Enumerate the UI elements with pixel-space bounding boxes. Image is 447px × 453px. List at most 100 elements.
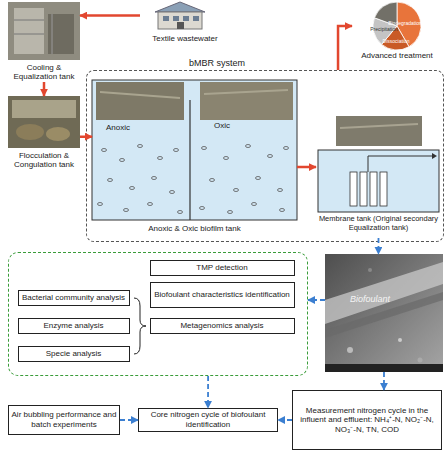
node-text: Advanced treatment [352,51,442,61]
cooling-tank-photo [48,14,74,54]
process-box: Air bubbling performance and batch exper… [8,405,120,435]
cooling-tank-photo [14,34,44,35]
process-box: Specie analysis [18,346,130,362]
node-text: Bacterial community analysis [22,293,125,303]
membrane-tank [370,172,377,206]
factory-icon [158,12,202,29]
factory-icon [177,22,184,29]
biofilm-tank [158,157,163,160]
biofilm-tank [200,207,205,210]
biofilm-tank [174,149,179,152]
sem-image [325,254,443,372]
membrane-tank [432,153,437,159]
biofilm-tank [200,82,293,120]
cooling-tank-photo [52,14,53,54]
membrane-tank [350,172,357,206]
image-node: Biofoulant [325,254,443,372]
biofilm-tank [210,179,215,182]
node-text: Biofoulant characteristics identificatio… [154,290,290,300]
cooling-tank-photo [8,2,80,60]
sem-image [325,364,443,372]
membrane-tank [380,172,387,206]
node-text: Biodegradation [383,20,427,26]
node-text: Anoxic & Oxic biofilm tank [92,224,297,234]
biofilm-tank [102,149,107,152]
analysis-bracket [134,298,146,354]
system-group: bMBR systemAnoxicOxicAnoxic & Oxic biofi… [86,70,444,242]
node-text: Biofoulant [335,294,405,305]
factory-icon [155,2,205,12]
biofilm-tank [98,145,289,214]
dashed-arrow [120,419,138,421]
sem-image [368,268,372,272]
factory-icon [173,16,179,21]
biofilm-tank [189,100,190,220]
biofilm-tank [280,209,285,212]
node-text: Specie analysis [46,349,102,359]
flow-arrow [43,82,46,96]
process-box: Core nitrogen cycle of biofoulant identi… [138,408,278,432]
node-text: Core nitrogen cycle of biofoulant identi… [141,410,275,429]
biofilm-tank [124,209,129,212]
factory-icon [193,16,199,21]
biofilm-tank [108,179,113,182]
biofilm-tank [246,145,251,148]
tank-node: Membrane tank (Original secondary Equali… [316,116,441,238]
biofilm-tank [138,145,143,148]
flow-arrow [338,26,352,70]
flocculation-tank-photo [16,124,44,140]
biofilm-tank [100,92,180,98]
dashed-arrow [207,376,209,408]
biofilm-tank [120,159,125,162]
cooling-tank-photo [8,2,80,60]
flocculation-tank-photo [46,127,70,141]
biofilm-tank [92,80,297,220]
biofilm-tank [152,177,157,180]
node-text: Enzyme analysis [43,321,103,331]
factory-icon [155,2,205,29]
node-text: Metagenomics analysis [180,321,263,331]
biofilm-tank [204,90,288,94]
node-text: Textile wastewater [152,34,217,44]
cooling-tank-photo [14,20,44,21]
dashed-arrow [308,299,325,301]
pie-node: PrecipitationBiodegradationDissociationA… [352,0,442,62]
flocculation-tank-photo [12,100,76,118]
flow-arrow [80,14,140,17]
node-text: Membrane tank (Original secondary Equali… [316,214,441,232]
biofilm-tank [252,203,257,206]
process-box: Biofoulant characteristics identificatio… [150,282,295,308]
process-box: Measurement nitrogen cycle in the influe… [292,390,442,450]
biofilm-tank [224,157,229,160]
biofilm-tank [228,211,233,214]
factory-icon [163,16,169,21]
tank-node: AnoxicOxicAnoxic & Oxic biofilm tank [92,78,297,240]
process-box: Enzyme analysis [18,318,130,334]
biofilm-tank [130,187,135,190]
membrane-tank [368,156,432,172]
factory-icon [183,16,189,21]
process-box: TMP detection [150,260,295,276]
sem-image [398,338,402,342]
biofilm-tank [268,155,273,158]
dashed-arrow [278,419,292,421]
dashed-arrow [378,238,380,254]
flocculation-tank-photo [8,96,80,148]
cooling-tank-photo [14,8,44,54]
node-text: Oxic [197,121,247,131]
node-text: Flocculation & Congulation tank [8,151,80,170]
analysis-group: TMP detectionBiofoulant characteristics … [8,252,308,376]
node-text: Cooling & Equalization tank [8,63,80,82]
sem-image [325,254,443,372]
flocculation-tank-photo [8,96,80,148]
membrane-tank [318,150,439,212]
biofilm-tank [148,203,153,206]
biofilm-tank [178,211,183,214]
sem-image [325,292,443,338]
dashed-arrow [383,372,385,390]
flow-arrow [297,166,316,169]
node-text: Dissociation [376,38,416,44]
node-text: Air bubbling performance and batch exper… [11,410,117,429]
process-box: Bacterial community analysis [18,290,130,306]
